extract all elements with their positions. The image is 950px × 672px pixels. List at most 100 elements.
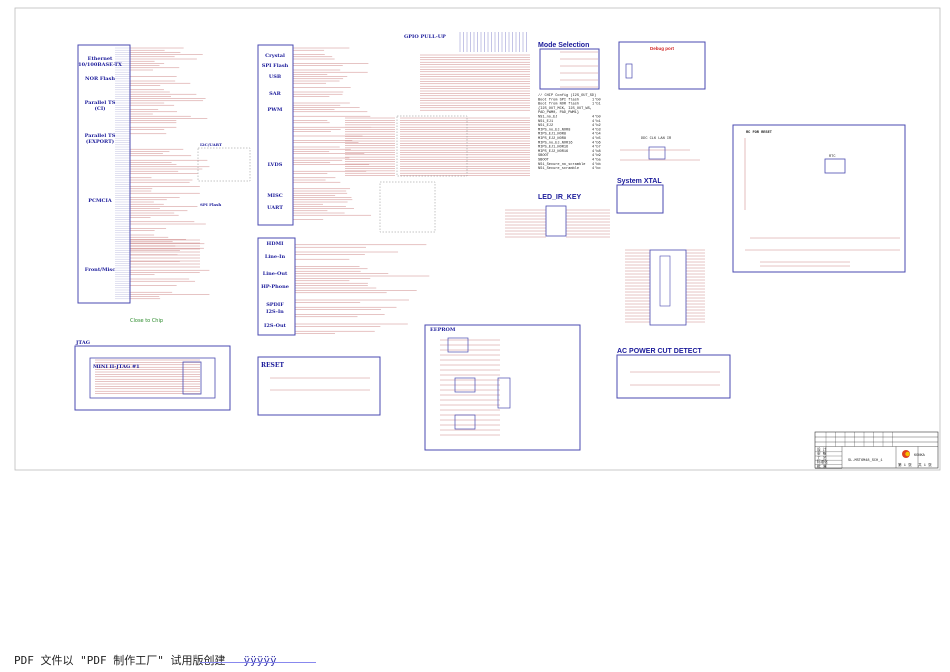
lvds-dashed-frame	[396, 115, 468, 177]
ddc-label: DDC CLK LAN IR	[641, 137, 672, 141]
section-label: I2S-In	[266, 309, 284, 315]
main-chip-symbol	[77, 44, 131, 304]
section-label: Line-In	[265, 254, 286, 260]
close-to-chip-label: Close to Chip	[130, 318, 163, 324]
ddc-ic	[648, 146, 666, 160]
mode-config-name: MIPS_no_EJ_NOR16	[538, 141, 573, 145]
gpio-pullup-label: GPIO PULL-UP	[404, 34, 446, 40]
mode-selection-frame	[539, 48, 600, 90]
mode-config-name: NS1_EJ2	[538, 124, 553, 128]
section-label: HDMI	[267, 241, 285, 247]
eeprom-label: EEPROM	[430, 327, 456, 333]
mode-config-name: NS1_EJ1	[538, 120, 553, 124]
section-label: LVDS	[268, 162, 283, 168]
section-label: PWM	[268, 107, 283, 113]
i2c-uart-frame	[197, 147, 251, 182]
mode-config-value: 4'b2	[592, 123, 601, 128]
footer-underline	[200, 662, 316, 663]
mode-config-table: // CHIP Config (I2S_OUT_SD)Boot from SPI…	[538, 93, 601, 171]
i2c-uart-label: I2C/UART	[200, 142, 222, 147]
rtc-frame	[732, 124, 906, 273]
section-label: SPI Flash	[262, 63, 289, 69]
section-label: UART	[267, 205, 283, 211]
led-ir-key-label: LED_IR_KEY	[538, 194, 582, 201]
mode-config-name: MIPS_no_EJ_NOR8	[538, 128, 570, 132]
eeprom-ic-3	[454, 414, 476, 430]
section-label: 10/100BASE-TX	[78, 62, 122, 68]
mode-config-value: 1'b0	[592, 97, 601, 102]
mode-config-name: NS1_no_EJ	[538, 116, 557, 120]
mode-config-value: 4'b3	[592, 127, 601, 132]
total-label: 共 1 张	[918, 462, 932, 468]
mode-config-name: Boot from SPI flash	[538, 97, 579, 102]
mode-config-name: SBOOT	[538, 159, 550, 163]
mode-config-value: 4'b9	[592, 153, 601, 158]
footer-link[interactable]: ÿÿÿÿÿ	[243, 654, 277, 667]
mode-config-name: NS1_Secure_scramble	[538, 166, 579, 171]
section-label: (EXPORT)	[86, 138, 114, 145]
title-row-label: 标准化	[817, 459, 828, 465]
eeprom-ic-1	[447, 337, 469, 353]
mode-config-name: MIPS_EJ1_NOR16	[538, 146, 568, 150]
debug-connector	[625, 63, 633, 79]
title-block: SL-MST6M48_SCH_1 KONKA 第 1 张 共 1 张 设 计审 …	[814, 431, 939, 469]
eeprom-ic-2	[454, 377, 476, 393]
mode-config-name: Boot from NOR flash	[538, 102, 579, 107]
page-border	[14, 7, 941, 471]
mode-config-value: 4'ba	[592, 158, 601, 163]
mode-config-name: PAD_PWM0, PAD_PWM1}	[538, 110, 579, 115]
ac-power-cut-label: AC POWER CUT DETECT	[617, 348, 703, 355]
spi-flash-label: SPI Flash	[200, 202, 221, 207]
rtc-label: RTC	[829, 155, 835, 159]
misc-dashed-frame	[379, 181, 436, 233]
system-xtal-label: System XTAL	[617, 178, 662, 185]
mode-config-value: 4'b5	[592, 136, 601, 141]
debug-port-frame	[618, 41, 706, 90]
section-label: NOR Flash	[85, 76, 115, 82]
section-label: Parallel TS	[85, 100, 116, 106]
section-label: HP-Phone	[261, 284, 289, 290]
eeprom-frame	[424, 324, 581, 451]
company-name: KONKA	[914, 454, 926, 458]
section-label: I2S-Out	[264, 323, 287, 329]
mode-config-value: 4'bb	[592, 162, 601, 167]
jtag-label: JTAG	[75, 340, 90, 346]
chip2-symbol	[257, 44, 294, 226]
section-label: (CI)	[94, 105, 105, 112]
mode-config-name: {I2S_OUT_MCK, I2S_OUT_WS,	[538, 106, 592, 111]
chip3-symbol	[257, 237, 296, 336]
section-label: Parallel TS	[85, 133, 116, 139]
mode-config-name: MIPS_EJ1_NOR8	[538, 133, 566, 137]
mode-config-name: NS1_Secure_no_scramble	[538, 162, 585, 167]
debug-port-label: Debug port	[650, 46, 674, 51]
section-label: Ethernet	[88, 56, 113, 62]
mini-jtag-label: MINI II-JTAG #1	[93, 364, 140, 370]
reset-label: RESET	[261, 362, 284, 369]
system-xtal-frame	[616, 184, 664, 214]
jtag-connector	[182, 361, 202, 395]
section-label: SPDIF	[266, 302, 284, 308]
mode-config-value: 4'b1	[592, 119, 601, 124]
wires	[95, 32, 900, 436]
mode-config-value: 4'bc	[592, 166, 601, 171]
title-row-label: 工 艺	[817, 455, 827, 461]
title-row-label: 设 计	[817, 447, 827, 453]
jtag-frame	[74, 345, 231, 411]
title-row-label: 批 准	[817, 463, 827, 469]
section-label: PCMCIA	[88, 198, 112, 204]
mode-config-name: SBOOT	[538, 154, 550, 158]
section-label: Front/Misc	[85, 267, 116, 273]
mode-config-value: 4'b4	[592, 132, 601, 137]
section-label: Line-Out	[263, 271, 288, 277]
title-row-label: 审 核	[817, 451, 827, 457]
section-label: Crystal	[265, 53, 285, 59]
section-label: MISC	[267, 193, 282, 199]
mode-selection-label: Mode Selection	[538, 42, 589, 49]
rtc-reset-label: RC FOR RESET	[746, 131, 773, 135]
mode-config-value: 1'b1	[592, 102, 601, 107]
section-label: SAR	[269, 91, 281, 97]
section-label: USB	[269, 74, 281, 80]
reset-frame	[257, 356, 381, 416]
mode-config-value: 4'b7	[592, 145, 601, 150]
